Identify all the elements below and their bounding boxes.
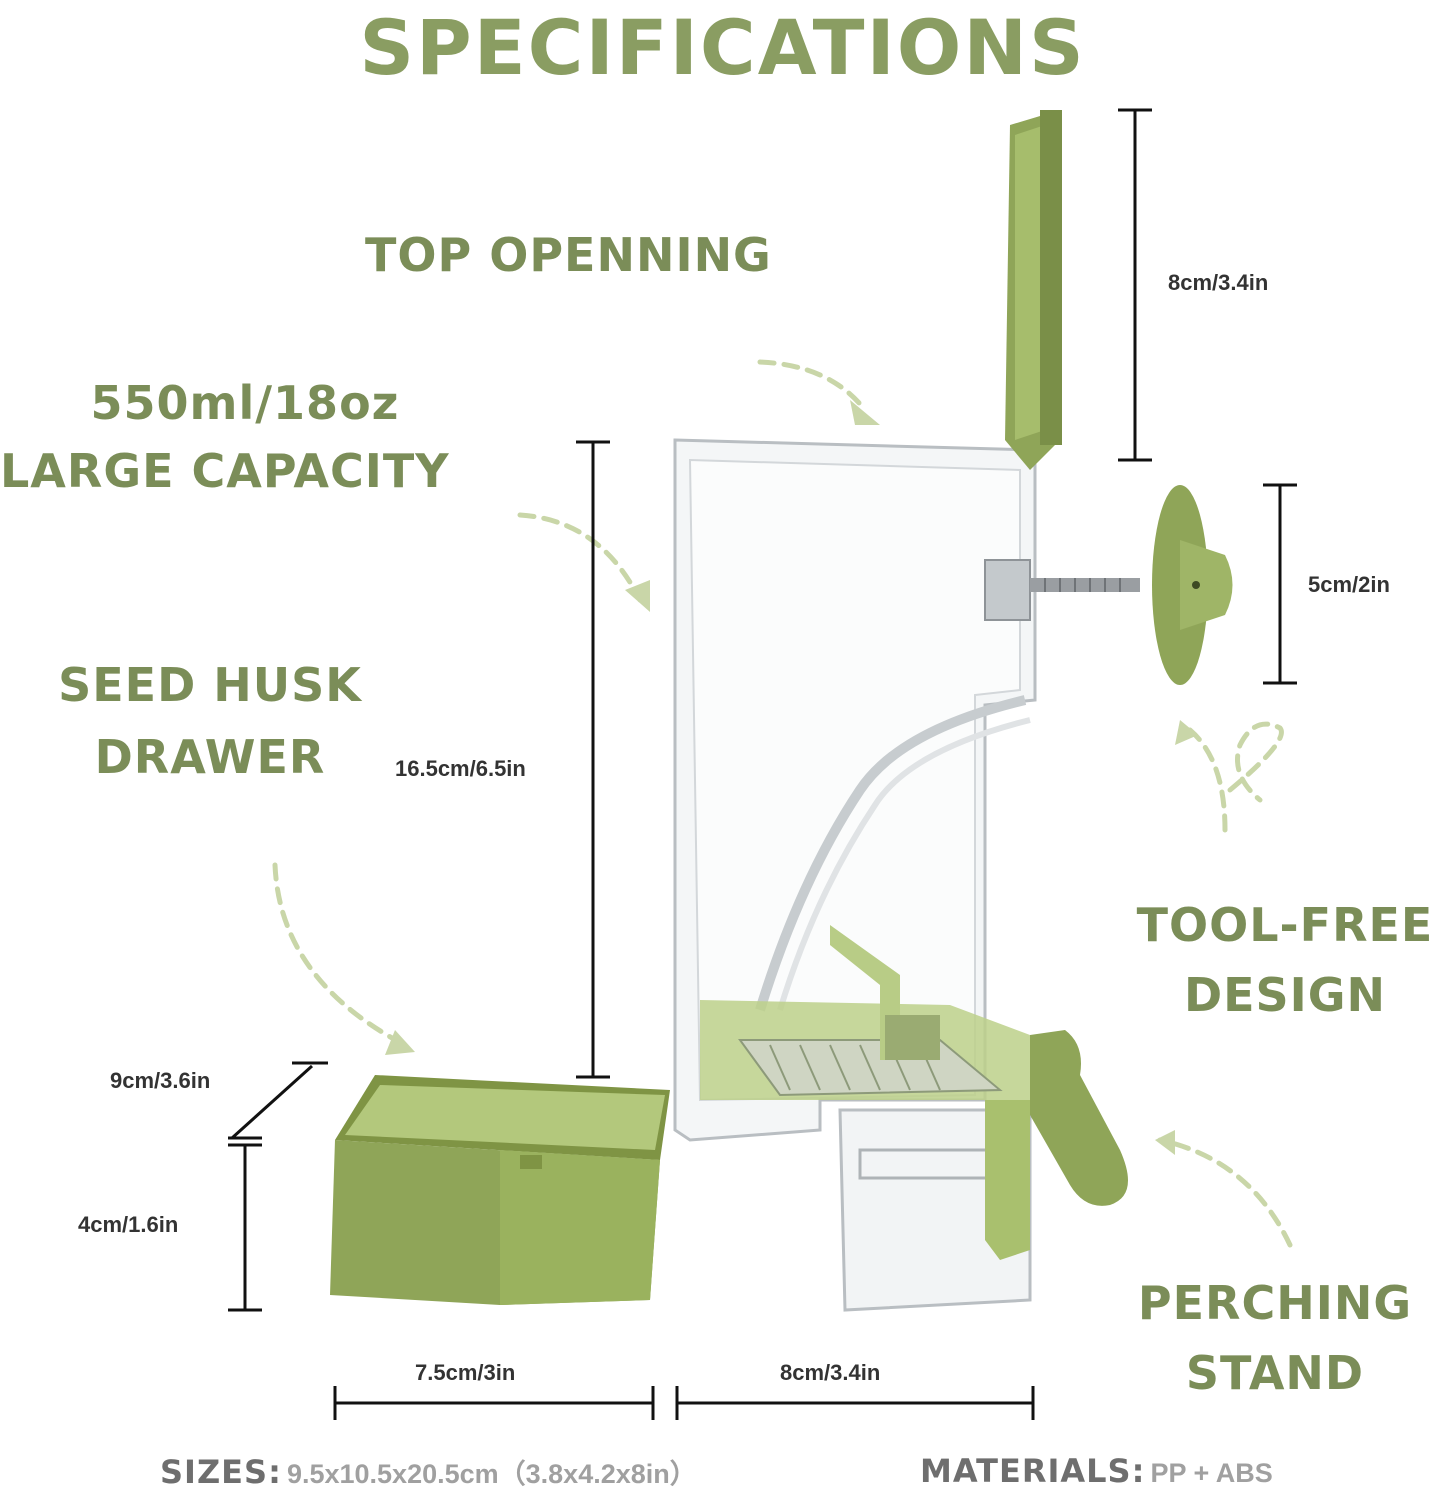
materials-value: PP + ABS: [1150, 1458, 1273, 1488]
feature-top-opening: TOP OPENNING: [365, 228, 772, 282]
pointer-arrows: [272, 359, 1293, 1248]
feature-capacity-amount: 550ml/18oz: [90, 376, 400, 430]
materials-label: MATERIALS:: [920, 1452, 1146, 1490]
mounting-screw: [984, 559, 1140, 621]
dim-drawer-depth: 9cm/3.6in: [110, 1068, 211, 1093]
dim-drawer-height: 4cm/1.6in: [78, 1212, 179, 1237]
dim-drawer-width: 7.5cm/3in: [415, 1360, 516, 1385]
feature-perch-line2: STAND: [1185, 1346, 1365, 1400]
dim-body-width: 8cm/3.4in: [780, 1360, 881, 1385]
feeder-body: [673, 438, 1037, 1312]
arrow-heads: [385, 400, 1198, 1155]
mounting-disc: [1152, 485, 1233, 685]
dim-body-height: 16.5cm/6.5in: [395, 756, 526, 781]
sizes-value: 9.5x10.5x20.5cm（3.8x4.2x8in）: [286, 1459, 697, 1489]
dimension-lines: [228, 108, 1297, 1420]
husk-drawer: [330, 1075, 670, 1305]
footer-materials: MATERIALS: PP + ABS: [920, 1452, 1273, 1490]
footer-sizes: SIZES: 9.5x10.5x20.5cm（3.8x4.2x8in）: [160, 1452, 697, 1491]
feature-capacity-label: LARGE CAPACITY: [0, 444, 450, 498]
sizes-label: SIZES:: [160, 1453, 282, 1491]
feature-tool-free-line2: DESIGN: [1183, 968, 1387, 1022]
perching-stand: [1030, 1030, 1128, 1206]
feature-husk-line1: SEED HUSK: [58, 658, 362, 712]
feature-tool-free-line1: TOOL-FREE: [1136, 898, 1434, 952]
feeder-lid: [1005, 110, 1062, 470]
dim-lid-height: 8cm/3.4in: [1168, 270, 1269, 295]
dim-disc-size: 5cm/2in: [1308, 572, 1390, 597]
feeder-base-tray: [700, 925, 1030, 1260]
feature-perch-line1: PERCHING: [1137, 1276, 1413, 1330]
feature-husk-line2: DRAWER: [94, 730, 326, 784]
page-title: SPECIFICATIONS: [359, 3, 1086, 92]
